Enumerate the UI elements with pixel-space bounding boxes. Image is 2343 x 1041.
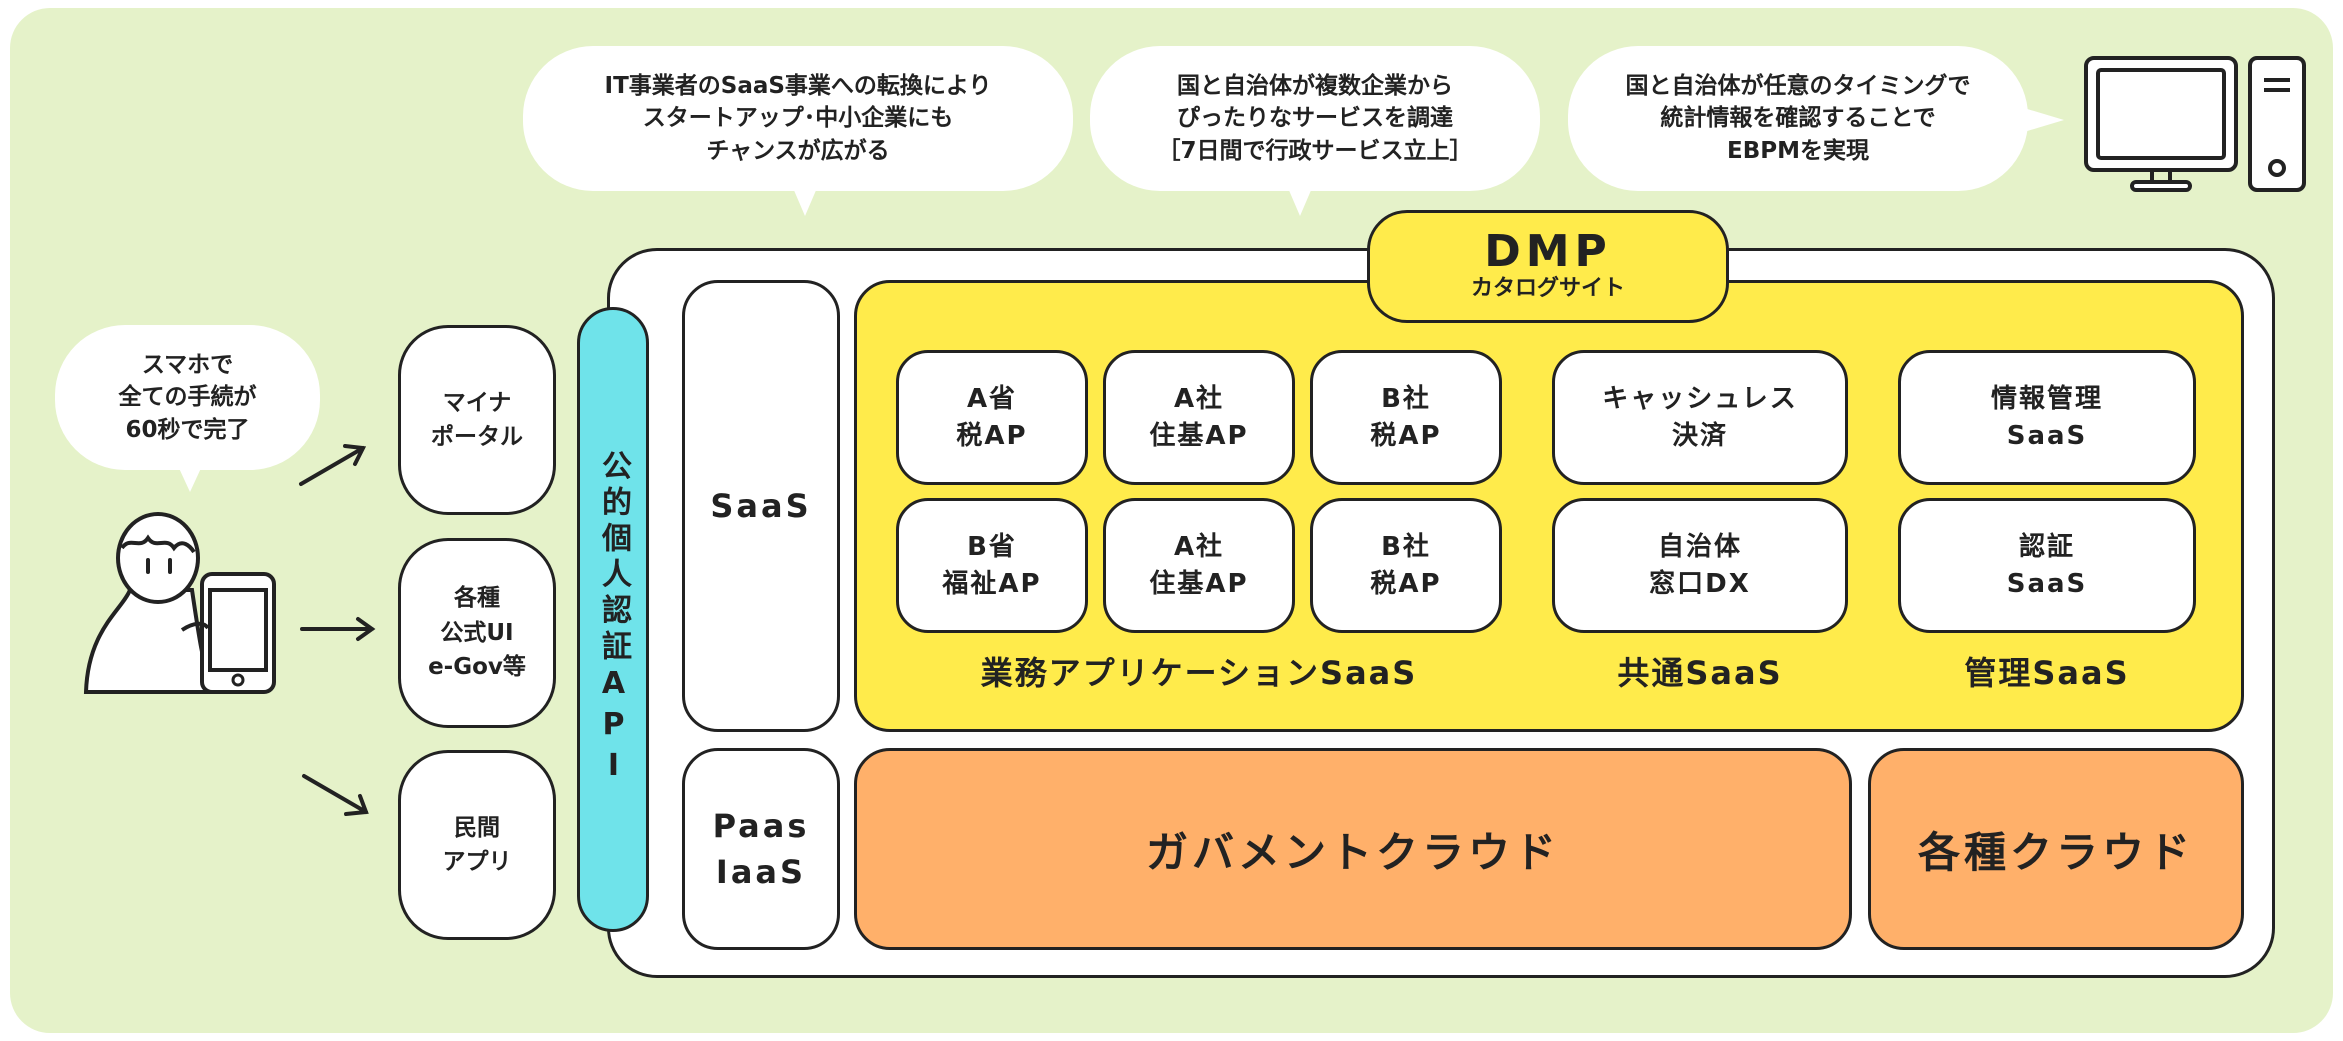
bubble-procurement: 国と自治体が複数企業から ぴったりなサービスを調達 ［7日間で行政サービス立上］ [1090, 46, 1540, 191]
app-a-ministry-tax: A省 税AP [896, 350, 1088, 485]
person-with-smartphone-icon [83, 512, 276, 694]
layer-saas: SaaS [682, 280, 840, 732]
bubble-startup: IT事業者のSaaS事業への転換により スタートアップ･中小企業にも チャンスが… [523, 46, 1073, 191]
app-b-company-tax-2: B社 税AP [1310, 498, 1502, 633]
label-admin-saas: 管理SaaS [1964, 654, 2130, 692]
public-auth-api: 公的個人認証API [577, 307, 649, 932]
various-clouds: 各種クラウド [1868, 748, 2244, 950]
dmp-subtitle: カタログサイト [1470, 276, 1625, 302]
computer-icon [2084, 56, 2306, 192]
arrow-to-myna-portal [299, 444, 367, 486]
bubble-ebpm: 国と自治体が任意のタイミングで 統計情報を確認することで EBPMを実現 [1568, 46, 2028, 191]
app-b-ministry-welfare: B省 福祉AP [896, 498, 1088, 633]
public-auth-api-label: 公的個人認証API [596, 450, 631, 789]
channel-private-app: 民間 アプリ [398, 750, 556, 940]
layer-paas-iaas: Paas IaaS [682, 748, 840, 950]
app-a-company-resident: A社 住基AP [1103, 350, 1295, 485]
arrow-to-official-ui [300, 617, 376, 641]
app-municipal-counter-dx: 自治体 窓口DX [1552, 498, 1848, 633]
label-business-application-saas: 業務アプリケーションSaaS [980, 654, 1418, 692]
dmp-title: DMP [1484, 226, 1612, 278]
app-a-company-resident-2: A社 住基AP [1103, 498, 1295, 633]
app-b-company-tax: B社 税AP [1310, 350, 1502, 485]
label-common-saas: 共通SaaS [1617, 654, 1783, 692]
dmp-catalog-site: DMP カタログサイト [1367, 210, 1729, 323]
app-authentication-saas: 認証 SaaS [1898, 498, 2196, 633]
bubble-startup-tail [793, 188, 817, 216]
app-information-management-saas: 情報管理 SaaS [1898, 350, 2196, 485]
arrow-to-private-app [302, 774, 369, 816]
bubble-smartphone: スマホで 全ての手続が 60秒で完了 [55, 325, 320, 470]
app-cashless-payment: キャッシュレス 決済 [1552, 350, 1848, 485]
bubble-ebpm-tail [2024, 108, 2064, 132]
government-cloud: ガバメントクラウド [854, 748, 1852, 950]
channel-myna-portal: マイナ ポータル [398, 325, 556, 515]
bubble-procurement-tail [1288, 188, 1312, 216]
bubble-smartphone-tail [178, 466, 202, 492]
channel-official-ui: 各種 公式UI e-Gov等 [398, 538, 556, 728]
